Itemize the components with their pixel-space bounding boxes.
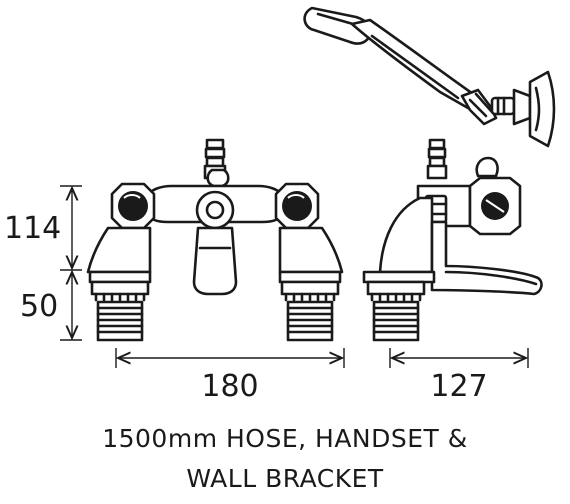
dimension-label-50: 50 [20,289,58,324]
handset-bracket-illustration [303,6,556,148]
front-view-illustration [86,138,344,342]
dimension-label-180: 180 [201,369,258,404]
side-view-illustration [362,138,543,342]
dimension-label-114: 114 [4,211,61,246]
dimension-label-127: 127 [430,369,487,404]
dimension-lines [60,185,529,368]
caption-line-2: WALL BRACKET [186,464,384,493]
caption-line-1: 1500mm HOSE, HANDSET & [102,424,468,453]
